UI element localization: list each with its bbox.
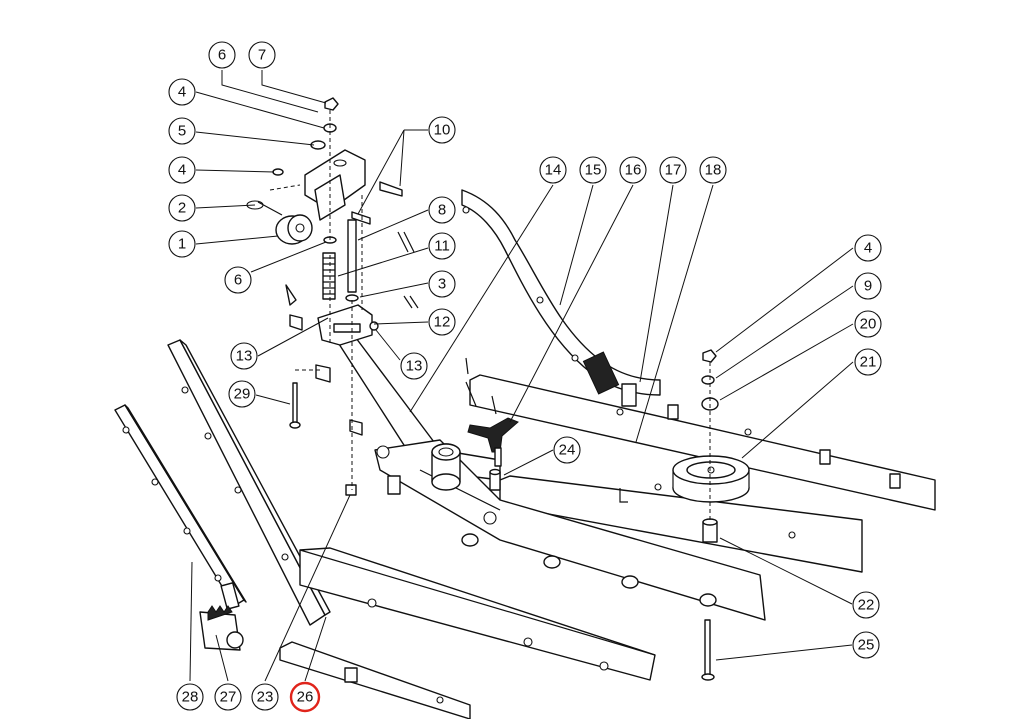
callout-7: 7 — [248, 41, 276, 69]
callout-21: 21 — [854, 348, 882, 376]
callout-8: 8 — [428, 196, 456, 224]
callout-label: 15 — [585, 162, 602, 179]
callout-6-lower: 6 — [224, 266, 252, 294]
callout-label: 26 — [297, 689, 314, 706]
callout-12: 12 — [428, 308, 456, 336]
callout-6-top: 6 — [208, 41, 236, 69]
callout-4-right: 4 — [854, 234, 882, 262]
callout-17: 17 — [659, 156, 687, 184]
callout-label: 12 — [434, 314, 451, 331]
plate-15 — [461, 189, 661, 407]
callout-label: 22 — [858, 597, 875, 614]
leader-lines — [189, 70, 854, 682]
bar-26 — [299, 547, 656, 681]
callout-15: 15 — [579, 156, 607, 184]
callout-label: 4 — [178, 84, 186, 101]
bracket-5 — [304, 149, 366, 221]
callout-23: 23 — [251, 683, 279, 711]
callout-13-right: 13 — [400, 352, 428, 380]
callout-label: 6 — [234, 272, 242, 289]
plate-28 — [114, 404, 247, 610]
callout-label: 8 — [438, 202, 446, 219]
callout-label: 4 — [864, 240, 872, 257]
callout-label: 17 — [665, 162, 682, 179]
callout-label: 28 — [182, 689, 199, 706]
callout-label: 1 — [178, 236, 186, 253]
callout-14: 14 — [539, 156, 567, 184]
callout-label: 5 — [178, 123, 186, 140]
callout-label: 9 — [864, 278, 872, 295]
wheel-1 — [246, 200, 313, 245]
callout-3: 3 — [428, 270, 456, 298]
callout-label: 7 — [258, 47, 266, 64]
callout-20: 20 — [854, 310, 882, 338]
callout-4-mid: 4 — [168, 156, 196, 184]
callout-16: 16 — [619, 156, 647, 184]
callout-25: 25 — [852, 631, 880, 659]
callout-label: 13 — [406, 358, 423, 375]
callout-label: 3 — [438, 276, 446, 293]
callout-label: 23 — [257, 689, 274, 706]
callout-13-left: 13 — [230, 342, 258, 370]
bracket-12 — [317, 304, 379, 346]
callout-1: 1 — [168, 230, 196, 258]
callout-10: 10 — [428, 116, 456, 144]
spacer-24 — [489, 468, 501, 491]
callout-9: 9 — [854, 272, 882, 300]
callout-label: 16 — [625, 162, 642, 179]
callout-label: 13 — [236, 348, 253, 365]
callout-28: 28 — [176, 683, 204, 711]
callout-2: 2 — [168, 194, 196, 222]
knob-16 — [465, 357, 519, 467]
bolt-25 — [701, 619, 715, 681]
callout-label: 6 — [218, 47, 226, 64]
callout-label: 29 — [234, 386, 251, 403]
callout-label: 2 — [178, 200, 186, 217]
spring-11 — [322, 219, 359, 302]
callout-18: 18 — [699, 156, 727, 184]
plate-23 — [167, 339, 331, 626]
bolt-29 — [289, 382, 301, 429]
callout-label: 25 — [858, 637, 875, 654]
clip-27 — [199, 605, 244, 651]
callout-11: 11 — [428, 232, 456, 260]
callout-22: 22 — [852, 591, 880, 619]
callout-label: 24 — [559, 442, 576, 459]
callout-29: 29 — [228, 380, 256, 408]
callout-label: 14 — [545, 162, 562, 179]
alignment-lines — [269, 110, 711, 520]
callout-label: 18 — [705, 162, 722, 179]
plate-17 — [469, 374, 936, 511]
callout-label: 27 — [220, 689, 237, 706]
callout-27: 27 — [214, 683, 242, 711]
lower-channel — [279, 641, 471, 719]
callout-4-upper: 4 — [168, 78, 196, 106]
callout-label: 10 — [434, 122, 451, 139]
callout-label: 11 — [434, 238, 450, 255]
callout-26-highlighted: 26 — [289, 681, 321, 713]
callout-label: 21 — [860, 354, 877, 371]
callout-5: 5 — [168, 117, 196, 145]
callout-label: 20 — [860, 316, 877, 333]
rollers — [461, 533, 717, 607]
callout-label: 4 — [178, 162, 186, 179]
callout-24: 24 — [553, 436, 581, 464]
